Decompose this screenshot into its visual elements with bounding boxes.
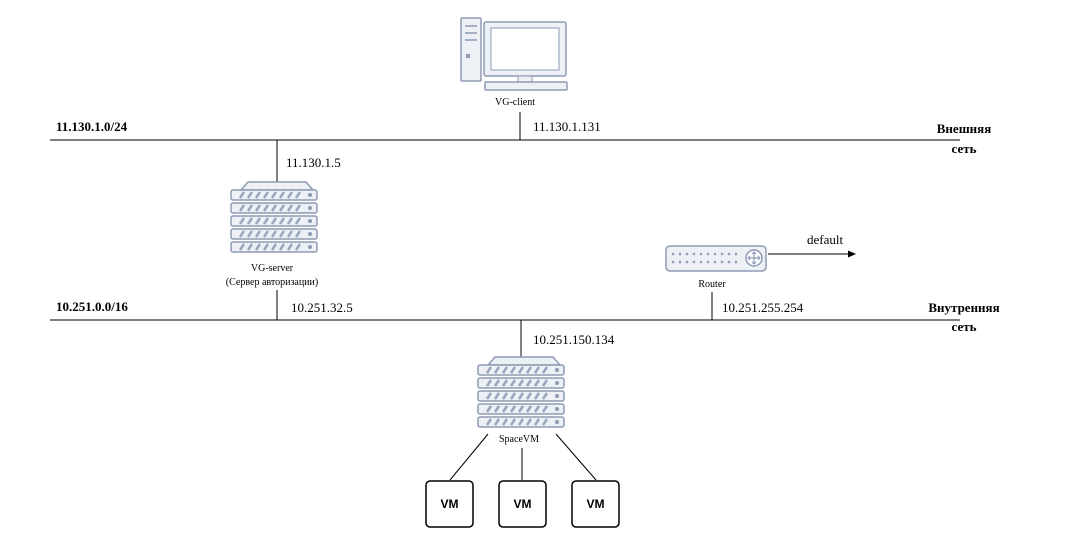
vg-server-internal-ip: 10.251.32.5 [291, 300, 353, 315]
vg-server-label-line2: (Сервер авторизации) [226, 277, 318, 288]
internal-network-label-line1: Внутренняя [928, 300, 999, 315]
vg-client-ip: 11.130.1.131 [533, 119, 601, 134]
external-network: 11.130.1.0/24 Внешняя сеть [50, 119, 991, 156]
vm-label: VM [514, 497, 532, 511]
router-label: Router [698, 279, 726, 290]
router-icon [665, 245, 767, 272]
vm-label: VM [587, 497, 605, 511]
vg-server-label-line1: VG-server [251, 263, 294, 274]
internal-network: 10.251.0.0/16 Внутренняя сеть [50, 299, 1000, 334]
external-network-label-line1: Внешняя [937, 121, 991, 136]
vm-label: VM [441, 497, 459, 511]
workstation-icon [460, 17, 568, 91]
external-subnet-label: 11.130.1.0/24 [56, 119, 128, 134]
server-icon [230, 181, 318, 253]
spacevm-ip: 10.251.150.134 [533, 332, 615, 347]
external-network-label-line2: сеть [952, 141, 977, 156]
spacevm-node: 10.251.150.134 SpaceVM [449, 320, 615, 481]
internal-network-label-line2: сеть [952, 319, 977, 334]
vg-server-external-ip: 11.130.1.5 [286, 155, 341, 170]
vg-client-node: VG-client 11.130.1.131 [460, 17, 601, 140]
router-ip: 10.251.255.254 [722, 300, 804, 315]
default-route-label: default [807, 232, 843, 247]
vg-server-node: 11.130.1.5 VG-server (Сервер авторизации… [226, 140, 353, 320]
default-route-arrowhead [848, 250, 856, 258]
vm-box: VM [425, 480, 474, 528]
vm-box: VM [498, 480, 547, 528]
router-node: default Router 10.251.255.254 [665, 232, 856, 320]
spacevm-vm-link-right [555, 433, 597, 481]
spacevm-label: SpaceVM [499, 434, 539, 445]
vg-client-label: VG-client [495, 97, 535, 108]
spacevm-vm-link-left [449, 433, 489, 481]
vm-box: VM [571, 480, 620, 528]
server-icon [477, 356, 565, 428]
internal-subnet-label: 10.251.0.0/16 [56, 299, 128, 314]
